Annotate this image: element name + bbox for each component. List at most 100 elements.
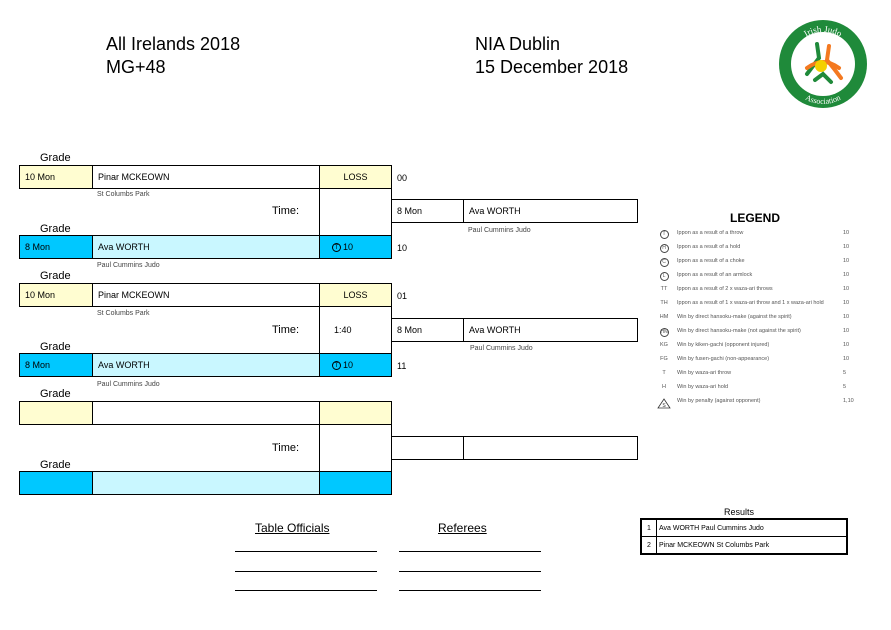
legend-description: Win by kiken-gachi (opponent injured) [677,342,770,348]
signature-line [399,571,541,572]
white-grade [19,401,93,425]
white-result: LOSS [319,283,392,307]
blue-grade [19,471,93,495]
white-name: Pinar MCKEOWN [92,165,320,189]
irish-judo-association-logo: Irish Judo Association [777,18,869,110]
result-text: Pinar MCKEOWN St Columbs Park [659,541,770,549]
event-title: All Irelands 2018 [106,34,241,54]
blue-name: Ava WORTH [92,353,320,377]
venue: NIA Dublin [475,34,561,54]
legend-description: Ippon as a result of a hold [677,244,741,250]
white-score: 00 [397,173,408,183]
legend-description: Ippon as a result of a throw [677,230,744,236]
legend-row: H Ippon as a result of a hold 10 [657,244,867,254]
result-row: 1 Ava WORTH Paul Cummins Judo [642,520,846,537]
legend-description: Win by direct hansoku-make (not against … [677,328,801,334]
results-table: 1 Ava WORTH Paul Cummins Judo 2 Pinar MC… [640,518,848,555]
legend-points: 10 [843,328,850,334]
legend-points: 10 [843,300,850,306]
white-score: 01 [397,291,408,301]
blue-name: Ava WORTH [92,235,320,259]
legend-symbol: T [662,370,666,376]
winner-club: Paul Cummins Judo [468,227,531,234]
legend-symbol: KG [660,342,668,348]
table-officials-heading: Table Officials [255,521,330,535]
grade-label: Grade [40,388,71,400]
legend-points: 10 [843,258,850,264]
legend-symbol: HM [659,328,669,337]
svg-text:Association: Association [804,93,842,106]
event-date: 15 December 2018 [475,57,629,77]
legend-points: 1,10 [843,398,854,404]
blue-name [92,471,320,495]
throw-icon: T [332,360,341,370]
match-time: 1:40 [334,325,352,335]
winner-grade: 8 Mon [391,199,464,223]
legend-points: 10 [843,286,850,292]
blue-grade: 8 Mon [19,235,93,259]
legend-symbol: C [657,258,671,267]
legend-description: Ippon as a result of 1 x waza-ari throw … [677,300,824,306]
white-club: St Columbs Park [97,310,150,317]
grade-label: Grade [40,270,71,282]
legend-points: 10 [843,244,850,250]
white-name [92,401,320,425]
legend-row: TH Ippon as a result of 1 x waza-ari thro… [657,300,867,310]
legend-symbol: TH [660,300,668,306]
bracket-line [319,425,320,471]
legend-description: Win by fusen-gachi (non-appearance) [677,356,770,362]
time-label: Time: [272,442,300,454]
white-result: LOSS [319,165,392,189]
legend-symbol: T [657,230,671,239]
legend-description: Win by penalty (against opponent) [677,398,761,404]
legend-symbol: FG [660,356,668,362]
legend-symbol: H [657,244,671,253]
legend-description: Win by waza-ari throw [677,370,732,376]
winner-club: Paul Cummins Judo [470,345,533,352]
signature-line [235,551,377,552]
white-grade: 10 Mon [19,283,93,307]
legend-points: 10 [843,356,850,362]
legend-row: HM Win by direct hansoku-make (not agains… [657,328,867,338]
winner-name: Ava WORTH [463,318,638,342]
legend-description: Ippon as a result of 2 x waza-ari throws [677,286,773,292]
signature-line [235,571,377,572]
blue-club: Paul Cummins Judo [97,262,160,269]
bracket-line [319,189,320,235]
legend-points: 5 [843,384,847,390]
legend-row: C Ippon as a result of a choke 10 [657,258,867,268]
blue-score: 10 [397,243,408,253]
legend-row: T Win by waza-ari throw 5 [657,370,867,380]
white-result [319,401,392,425]
signature-line [399,551,541,552]
blue-grade: 8 Mon [19,353,93,377]
legend-row: T Ippon as a result of a throw 10 [657,230,867,240]
result-text: Ava WORTH Paul Cummins Judo [659,524,764,532]
winner-grade [391,436,464,460]
result-place: 2 [642,537,657,553]
legend-title: LEGEND [730,211,781,225]
bracket-line [319,307,320,353]
legend-points: 10 [843,342,850,348]
blue-result [319,471,392,495]
blue-score: 11 [397,361,407,371]
legend-description: Ippon as a result of a choke [677,258,745,264]
legend-description: Win by direct hansoku-make (against the … [677,314,792,320]
winner-name: Ava WORTH [463,199,638,223]
time-label: Time: [272,324,300,336]
white-name: Pinar MCKEOWN [92,283,320,307]
winner-name [463,436,638,460]
legend-points: 10 [843,272,850,278]
legend-points: 5 [843,370,847,376]
legend-symbol: L [657,272,671,281]
legend-points: 10 [843,230,850,236]
white-grade: 10 Mon [19,165,93,189]
legend-row: FG Win by fusen-gachi (non-appearance) 10 [657,356,867,366]
result-row: 2 Pinar MCKEOWN St Columbs Park [642,537,846,553]
blue-result-value: 10 [343,242,354,252]
